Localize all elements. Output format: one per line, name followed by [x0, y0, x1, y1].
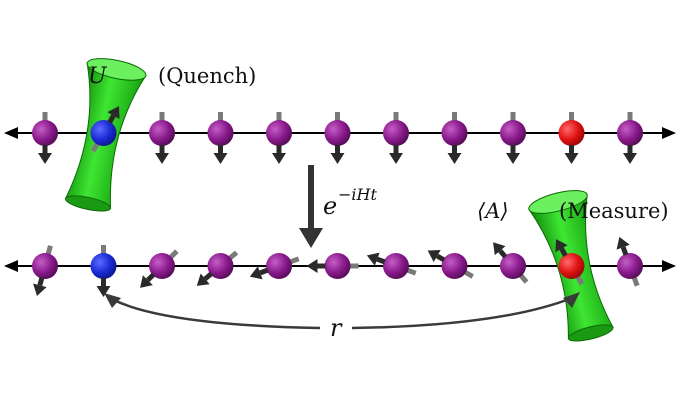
spin-arrowhead [249, 266, 263, 280]
spin-arrowhead [493, 242, 506, 256]
spin-arrowhead [506, 153, 520, 164]
site-ball [324, 120, 351, 146]
site-ball [149, 253, 175, 279]
site [249, 253, 300, 280]
site [207, 112, 234, 164]
unitary-label: U [88, 64, 108, 89]
spin-arrowhead [330, 153, 345, 164]
site-ball [266, 253, 292, 279]
spin-arrowhead [38, 153, 52, 164]
site-ball [324, 253, 351, 279]
site [427, 249, 474, 279]
site-ball [617, 253, 643, 279]
spin-arrowhead [196, 273, 210, 286]
site-ball [32, 120, 58, 146]
quenched-site-ball [90, 120, 117, 146]
measured-site-ball [558, 253, 585, 279]
measured-site [558, 112, 585, 164]
chain-after [32, 236, 643, 297]
site [441, 112, 468, 164]
quench-label: (Quench) [158, 64, 256, 88]
site-ball [441, 253, 468, 279]
site-ball [500, 253, 526, 279]
site [617, 112, 643, 164]
site [616, 236, 643, 287]
evolution-base-label: e [323, 192, 337, 220]
site-ball [149, 120, 175, 146]
spin-arrowhead [33, 283, 47, 296]
distance-label: r [330, 314, 343, 342]
evolution-exponent-label: −iHt [338, 185, 377, 204]
spin-arrowhead [447, 153, 462, 164]
spin-shaft [37, 276, 45, 286]
measured-site [555, 239, 585, 286]
site [196, 250, 239, 286]
quenched-site [90, 106, 120, 153]
spin-arrowhead [155, 153, 169, 164]
spin-arrowhead [616, 236, 630, 250]
spin-arrowhead [272, 153, 286, 164]
spin-shaft [376, 256, 386, 265]
spin-shaft [559, 247, 568, 257]
spin-arrowhead [213, 153, 228, 164]
spin-arrowhead [96, 286, 111, 297]
site-ball [441, 120, 468, 146]
site [32, 112, 58, 164]
site [366, 252, 417, 279]
site-ball [266, 120, 292, 146]
spin-arrowhead [427, 249, 441, 263]
measured-site-ball [558, 120, 585, 146]
site [500, 112, 526, 164]
quenched-site-ball [90, 253, 117, 279]
spin-arrowhead [555, 239, 568, 253]
measure-label: (Measure) [559, 199, 669, 223]
site [324, 112, 351, 164]
spin-shaft [259, 267, 269, 276]
site-ball [207, 120, 234, 146]
site-ball [383, 120, 409, 146]
site [306, 253, 359, 279]
spin-shaft [203, 271, 213, 281]
site [383, 112, 409, 164]
site [32, 245, 58, 296]
site [140, 249, 179, 288]
site-ball [383, 253, 409, 279]
distance-arrow [104, 292, 580, 330]
spin-arrowhead [140, 275, 153, 288]
spin-arrowhead [389, 153, 403, 164]
observable-label: ⟨A⟩ [477, 199, 509, 223]
site-ball [32, 253, 58, 279]
spin-arrowhead [306, 259, 318, 273]
site [493, 242, 529, 284]
spin-shaft [498, 249, 508, 259]
spin-arrowhead [366, 252, 380, 266]
spin-arrowhead [564, 153, 579, 164]
quenched-site [90, 245, 117, 297]
spin-shaft [620, 246, 629, 256]
spin-arrowhead [107, 106, 120, 120]
site [266, 112, 292, 164]
site-ball [617, 120, 643, 146]
site-ball [207, 253, 234, 279]
time-evolution-arrow [299, 165, 323, 248]
spin-shaft [435, 253, 446, 263]
site-ball [500, 120, 526, 146]
chain-before [32, 106, 643, 164]
spin-shaft [107, 114, 116, 124]
spin-shaft [146, 272, 156, 282]
spin-arrowhead [623, 153, 637, 164]
site [149, 112, 175, 164]
